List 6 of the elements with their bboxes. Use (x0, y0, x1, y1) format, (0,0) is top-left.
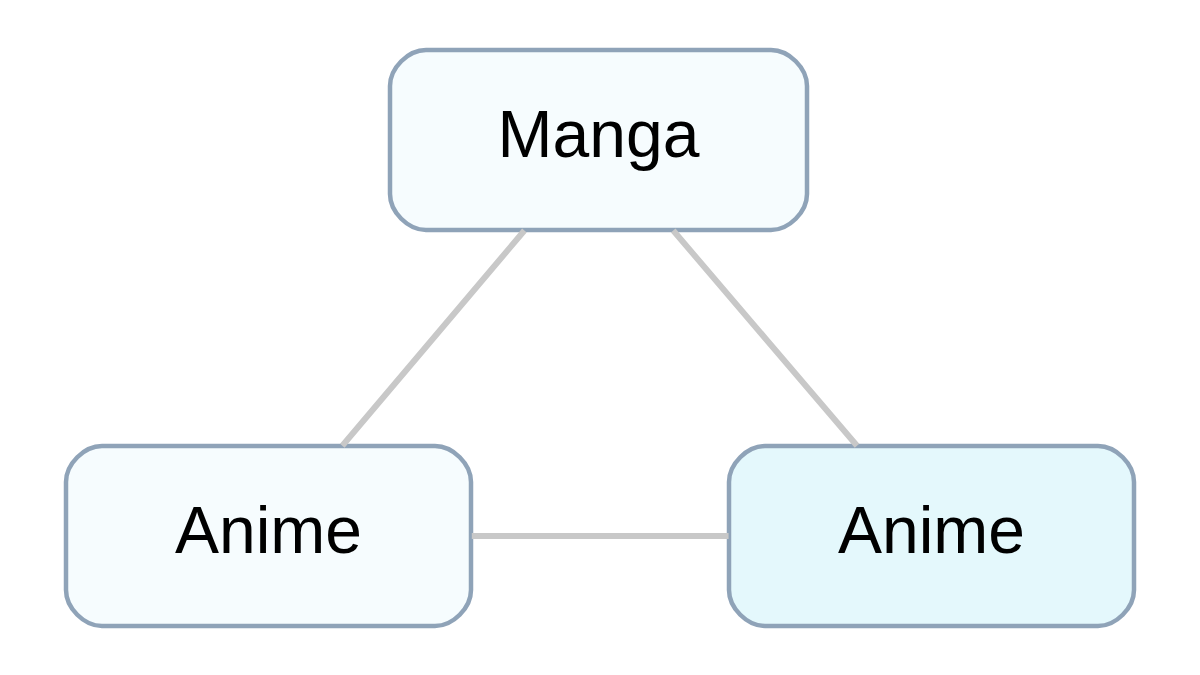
node-box: Manga (387, 47, 810, 232)
node-box: Anime (63, 443, 474, 628)
node-box: Anime (726, 443, 1137, 628)
connector (670, 228, 860, 448)
connector (471, 532, 729, 539)
connector (340, 228, 527, 448)
